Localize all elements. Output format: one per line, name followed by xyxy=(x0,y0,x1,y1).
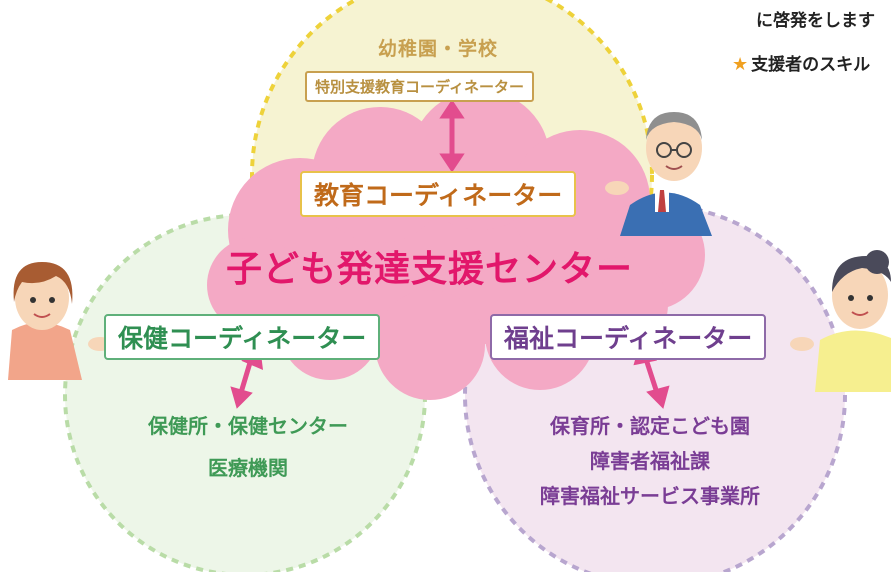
corner-line-1: に啓発をします xyxy=(756,11,875,31)
corner-line-2-text: 支援者のスキル xyxy=(751,55,871,75)
welfare-line-2: 障害者福祉課 xyxy=(590,449,710,473)
health-coordinator-box: 保健コーディネーター xyxy=(104,314,381,360)
welfare-line-1: 保育所・認定こども園 xyxy=(550,414,750,438)
health-line-1: 保健所・保健センター xyxy=(148,414,348,438)
man-illustration xyxy=(605,112,712,236)
school-title: 幼稚園・学校 xyxy=(378,38,499,60)
welfare-coordinator-box: 福祉コーディネーター xyxy=(490,314,767,360)
woman-left-illustration xyxy=(8,262,112,380)
education-coordinator-box: 教育コーディネーター xyxy=(300,171,577,217)
center-title: 子ども発達支援センター xyxy=(226,249,634,290)
welfare-line-3: 障害福祉サービス事業所 xyxy=(540,484,760,508)
health-line-2: 医療機関 xyxy=(208,456,288,480)
corner-line-2: ★支援者のスキル xyxy=(732,50,870,75)
star-icon: ★ xyxy=(732,54,749,75)
woman-right-illustration xyxy=(790,250,891,392)
school-subtitle: 特別支援教育コーディネーター xyxy=(305,71,534,102)
